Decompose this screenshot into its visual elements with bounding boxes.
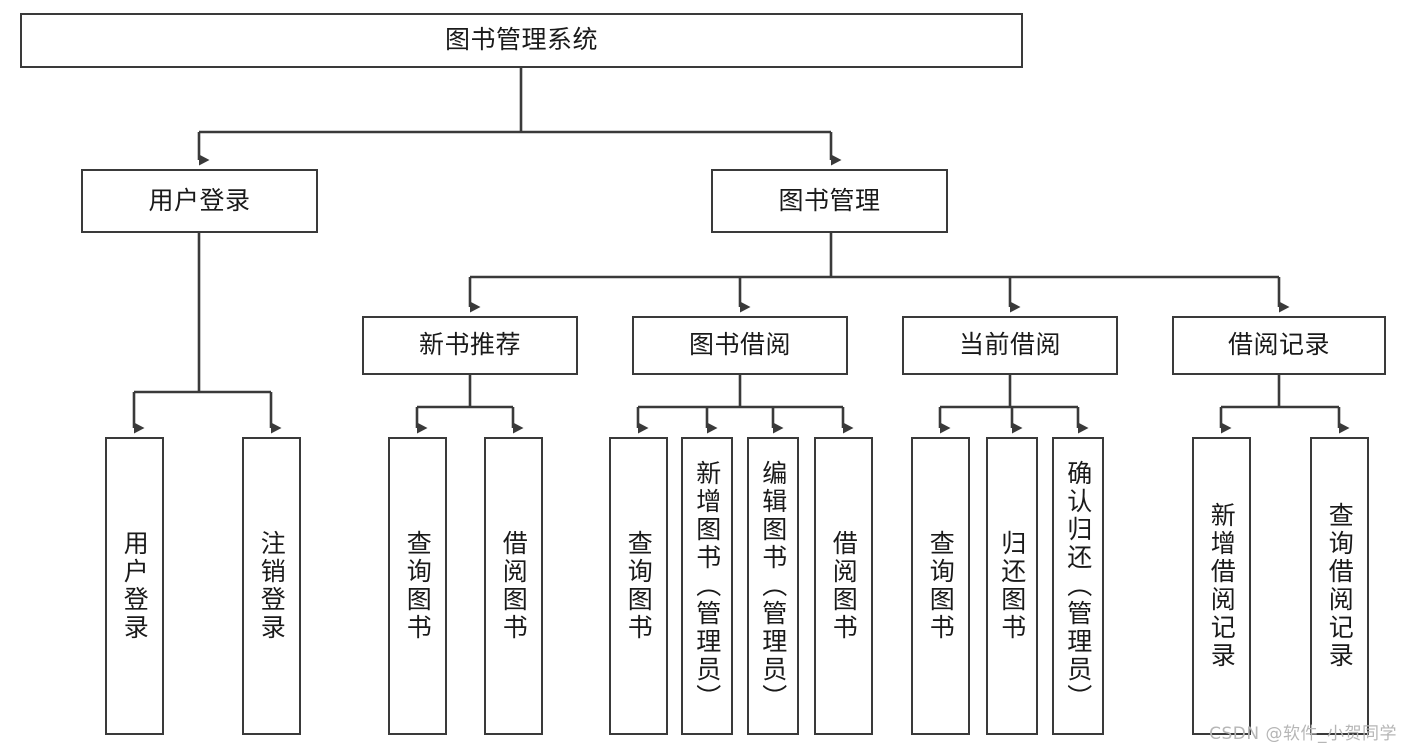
node-book-borrow[interactable]: 图书借阅	[632, 316, 848, 375]
node-leaf-add-book-label: 新增图书（管理员）	[692, 460, 722, 712]
node-leaf-query-book-current[interactable]: 查询图书	[911, 437, 970, 735]
node-borrow-record-label: 借阅记录	[1227, 330, 1330, 360]
watermark: CSDN @软件_小贺同学	[1209, 724, 1397, 744]
node-leaf-add-borrow-record-label: 新增借阅记录	[1207, 502, 1237, 670]
node-current-borrow[interactable]: 当前借阅	[902, 316, 1118, 375]
node-leaf-user-logout[interactable]: 注销登录	[242, 437, 301, 735]
node-leaf-edit-book[interactable]: 编辑图书（管理员）	[747, 437, 799, 735]
node-leaf-return-book[interactable]: 归还图书	[986, 437, 1038, 735]
node-leaf-query-book-borrow[interactable]: 查询图书	[609, 437, 668, 735]
node-leaf-user-login-label: 用户登录	[120, 530, 150, 642]
node-current-borrow-label: 当前借阅	[958, 330, 1061, 360]
node-leaf-query-book-current-label: 查询图书	[926, 530, 956, 642]
node-leaf-user-login[interactable]: 用户登录	[105, 437, 164, 735]
node-leaf-borrow-book[interactable]: 借阅图书	[814, 437, 873, 735]
node-leaf-confirm-return[interactable]: 确认归还（管理员）	[1052, 437, 1104, 735]
node-leaf-return-book-label: 归还图书	[997, 530, 1027, 642]
node-leaf-query-book-recommend-label: 查询图书	[403, 530, 433, 642]
node-new-book-recommend-label: 新书推荐	[418, 330, 521, 360]
node-leaf-query-borrow-record[interactable]: 查询借阅记录	[1310, 437, 1369, 735]
node-leaf-borrow-book-recommend[interactable]: 借阅图书	[484, 437, 543, 735]
node-book-manage-label: 图书管理	[778, 185, 881, 215]
node-leaf-query-book-recommend[interactable]: 查询图书	[388, 437, 447, 735]
node-user-login[interactable]: 用户登录	[81, 169, 318, 233]
node-leaf-borrow-book-recommend-label: 借阅图书	[499, 530, 529, 642]
node-leaf-add-borrow-record[interactable]: 新增借阅记录	[1192, 437, 1251, 735]
node-leaf-user-logout-label: 注销登录	[257, 530, 287, 642]
node-book-borrow-label: 图书借阅	[688, 330, 791, 360]
node-leaf-borrow-book-label: 借阅图书	[829, 530, 859, 642]
node-root-label: 图书管理系统	[444, 25, 598, 55]
node-leaf-add-book[interactable]: 新增图书（管理员）	[681, 437, 733, 735]
node-leaf-confirm-return-label: 确认归还（管理员）	[1063, 460, 1093, 712]
node-borrow-record[interactable]: 借阅记录	[1172, 316, 1386, 375]
node-leaf-query-book-borrow-label: 查询图书	[624, 530, 654, 642]
node-leaf-edit-book-label: 编辑图书（管理员）	[758, 460, 788, 712]
node-new-book-recommend[interactable]: 新书推荐	[362, 316, 578, 375]
node-root[interactable]: 图书管理系统	[20, 13, 1023, 68]
node-leaf-query-borrow-record-label: 查询借阅记录	[1325, 502, 1355, 670]
node-user-login-label: 用户登录	[148, 185, 251, 215]
node-book-manage[interactable]: 图书管理	[711, 169, 948, 233]
